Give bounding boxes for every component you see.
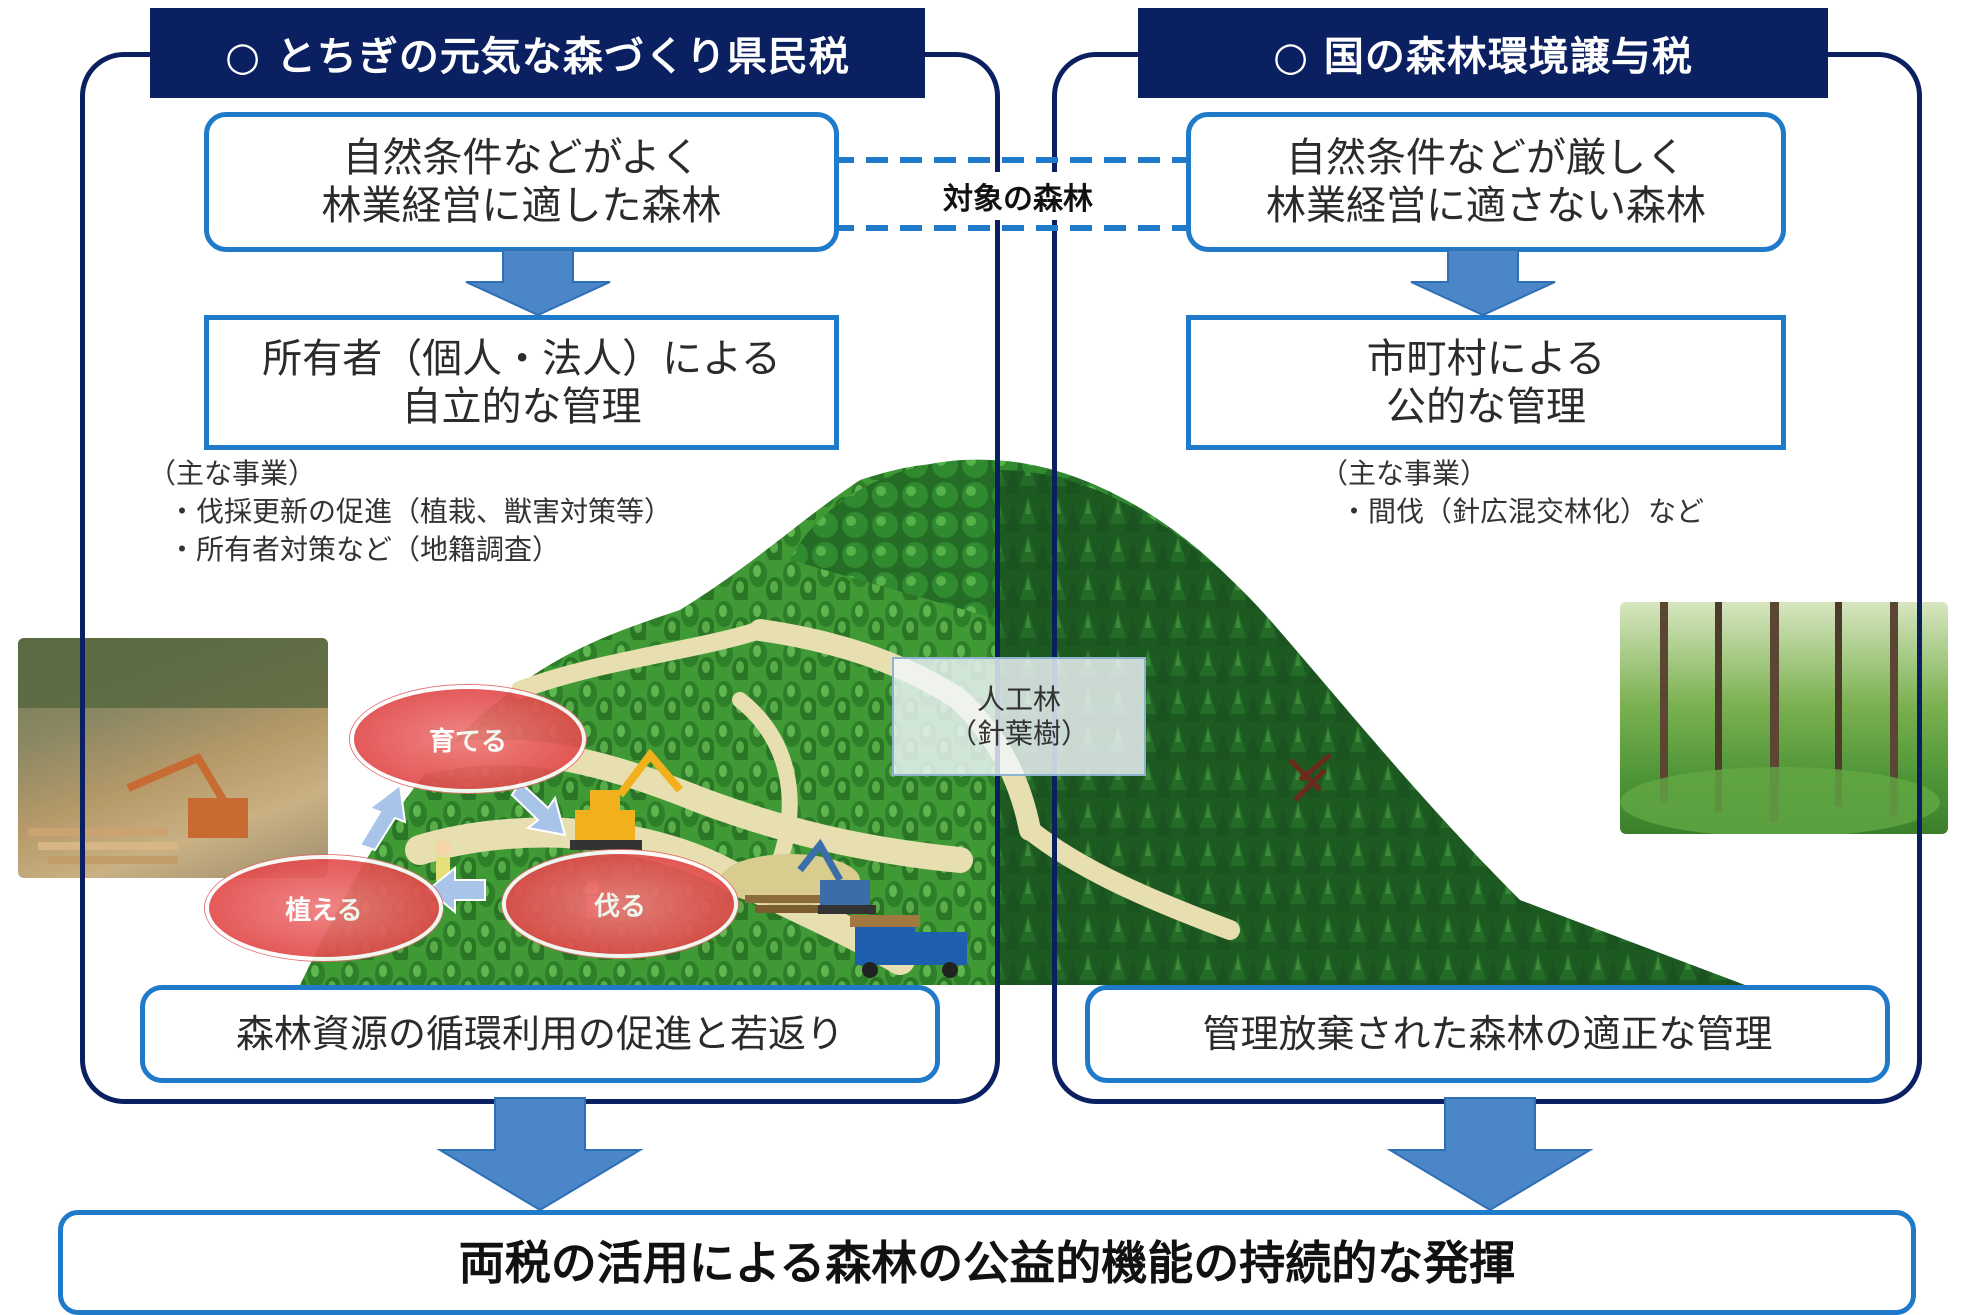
right-projects: （主な事業） ・間伐（針広混交林化）など [1320, 455, 1780, 531]
right-projects-title: （主な事業） [1320, 457, 1489, 490]
cycle-plant: 植える [205, 855, 443, 961]
left-panel-header: ○ とちぎの元気な森づくり県民税 [150, 8, 925, 98]
right-project-item: ・間伐（針広混交林化）など [1340, 495, 1705, 528]
left-projects: （主な事業） ・伐採更新の促進（植栽、獣害対策等） ・所有者対策など（地籍調査） [148, 455, 768, 569]
excavator-icon [797, 838, 876, 914]
down-arrow-icon [1410, 249, 1556, 317]
plantation-label-line: 人工林 [976, 682, 1061, 716]
right-panel-header: ○ 国の森林環境譲与税 [1138, 8, 1828, 98]
logging-site-photo [18, 638, 328, 878]
right-management-box: 市町村による 公的な管理 [1186, 315, 1786, 450]
left-forest-type-line: 自然条件などがよく [342, 135, 701, 181]
excavator-icon [570, 748, 684, 850]
down-arrow-icon [465, 249, 611, 317]
right-forest-type-box: 自然条件などが厳しく 林業経営に適さない森林 [1186, 112, 1786, 252]
right-goal-box: 管理放棄された森林の適正な管理 [1085, 985, 1890, 1083]
target-forest-label: 対象の森林 [935, 172, 1101, 220]
left-management-line: 自立的な管理 [401, 383, 642, 430]
conclusion-box: 両税の活用による森林の公益的機能の持続的な発揮 [58, 1210, 1916, 1315]
cycle-grow: 育てる [350, 685, 586, 793]
left-project-item: ・所有者対策など（地籍調査） [168, 533, 561, 566]
cycle-cut: 伐る [502, 850, 738, 958]
left-forest-type-line: 林業経営に適した森林 [321, 183, 722, 229]
left-project-item: ・伐採更新の促進（植栽、獣害対策等） [168, 495, 673, 528]
cycle-arrow-icon [358, 780, 567, 915]
left-projects-title: （主な事業） [148, 457, 317, 490]
right-management-line: 市町村による [1366, 335, 1606, 382]
right-forest-type-line: 自然条件などが厳しく [1286, 135, 1686, 181]
down-arrow-icon [436, 1097, 644, 1212]
left-management-line: 所有者（個人・法人）による [262, 335, 781, 382]
log-truck-icon [850, 915, 967, 978]
left-management-box: 所有者（個人・法人）による 自立的な管理 [204, 315, 839, 450]
mixed-forest-photo [1620, 602, 1948, 834]
right-forest-type-line: 林業経営に適さない森林 [1266, 183, 1706, 229]
right-management-line: 公的な管理 [1386, 383, 1586, 430]
left-forest-type-box: 自然条件などがよく 林業経営に適した森林 [204, 112, 839, 252]
plantation-label: 人工林 （針葉樹） [892, 657, 1146, 776]
down-arrow-icon [1386, 1097, 1594, 1212]
plantation-label-line: （針葉樹） [948, 716, 1089, 750]
left-goal-box: 森林資源の循環利用の促進と若返り [140, 985, 940, 1083]
